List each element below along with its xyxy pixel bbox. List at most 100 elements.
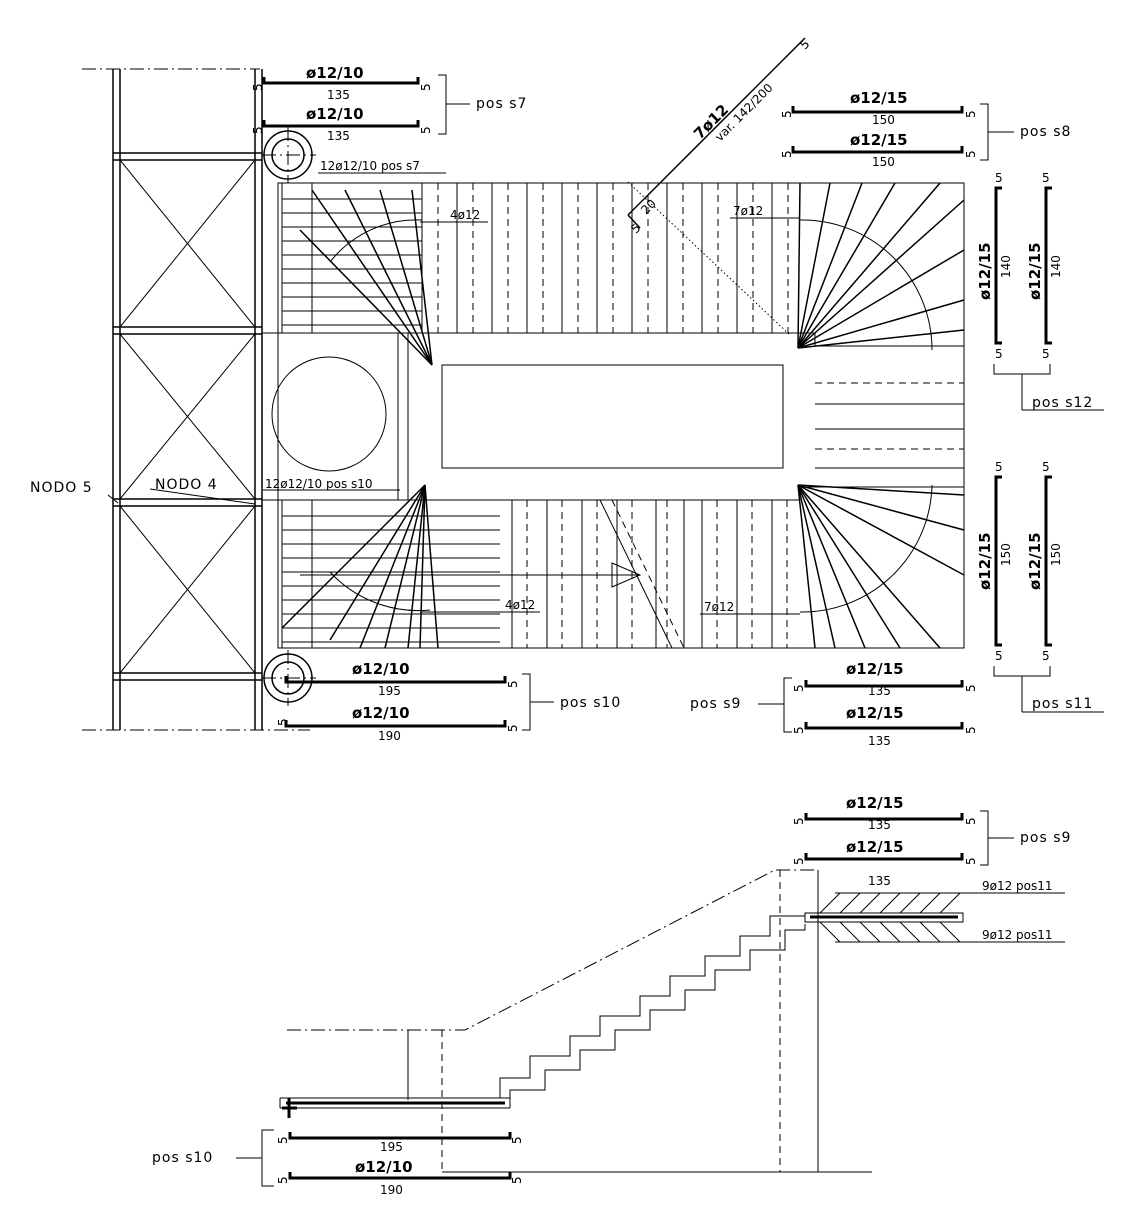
section-schedule-pos-s10: 195 ø12/10 190 5 5 5 5 pos s10: [152, 1129, 524, 1197]
s7-length-b: 135: [327, 129, 350, 143]
slab-outlines: [261, 182, 965, 649]
winder-bottom-bars: 7ø12: [704, 600, 734, 614]
steel-column: [112, 69, 263, 730]
s7-hook-2: 5: [419, 83, 433, 91]
s11-length-b: 150: [1049, 543, 1063, 566]
s12-hook-4: 5: [1042, 347, 1050, 361]
s9-hook-4: 5: [964, 726, 978, 734]
mid-rebar-callout: 12ø12/10 pos s10: [265, 477, 373, 491]
plan-view: NODO 5 NODO 4 12ø12/10 pos s7 12ø12/10 p…: [30, 37, 1104, 748]
column-bottom-circle: [262, 650, 316, 706]
section-landing-slab: [279, 1097, 510, 1118]
s7-hook-4: 5: [419, 126, 433, 134]
section-schedule-pos-s9: ø12/15 135 ø12/15 135 5 5 5 5 pos s9: [792, 794, 1071, 888]
s10-hook-1: 5: [276, 718, 290, 726]
s12-position-label: pos s12: [1032, 395, 1093, 411]
s7-hook-1: 5: [251, 83, 265, 91]
s8-bar-a: ø12/15: [850, 89, 908, 107]
s12-hook-3: 5: [995, 347, 1003, 361]
s10-length-a: 195: [378, 684, 401, 698]
s10-position-label: pos s10: [560, 695, 621, 711]
sec-s10-hook-3: 5: [276, 1176, 290, 1184]
sec-s9-bar-b: ø12/15: [846, 838, 904, 856]
upper-left-bars: [281, 183, 433, 366]
s8-length-b: 150: [872, 155, 895, 169]
s10-hook-3: 5: [506, 724, 520, 732]
flight-top-bars: 4ø12: [450, 208, 480, 222]
landing-right-treads: [815, 382, 964, 469]
column-top-circle: [262, 127, 316, 183]
s12-length-b: 140: [1049, 255, 1063, 278]
schedule-pos-s9: ø12/15 135 ø12/15 135 5 5 5 5 pos s9: [690, 660, 978, 748]
node-4-label: NODO 4: [155, 477, 218, 493]
node-5-label: NODO 5: [30, 480, 93, 496]
lower-left-bars: [281, 484, 642, 649]
schedule-pos-s7: ø12/10 135 ø12/10 135 5 5 5 5 pos s7: [251, 64, 527, 143]
s8-bar-b: ø12/15: [850, 131, 908, 149]
s9-length-b: 135: [868, 734, 891, 748]
s11-bar-b: ø12/15: [1026, 532, 1044, 590]
sec-s10-hook-4: 5: [510, 1176, 524, 1184]
pos11-top-label: 9ø12 pos11: [982, 879, 1053, 893]
sec-s9-bar-a: ø12/15: [846, 794, 904, 812]
sec-s9-hook-4: 5: [964, 857, 978, 865]
sec-s10-hook-1: 5: [276, 1136, 290, 1144]
pos11-bottom-label: 9ø12 pos11: [982, 928, 1053, 942]
schedule-pos-s12: ø12/15 140 ø12/15 140 5 5 5 5 pos s12: [976, 171, 1104, 411]
void-circle: [271, 356, 387, 472]
s11-position-label: pos s11: [1032, 696, 1093, 712]
sec-s10-length-b: 190: [380, 1183, 403, 1197]
diagonal-bar-callout: [627, 37, 806, 336]
s12-hook-2: 5: [1042, 171, 1050, 185]
schedule-pos-s11: ø12/15 150 ø12/15 150 5 5 5 5 pos s11: [976, 460, 1104, 713]
sec-s9-hook-2: 5: [964, 817, 978, 825]
s9-bar-b: ø12/15: [846, 704, 904, 722]
s10-bar-b: ø12/10: [352, 704, 410, 722]
s7-position-label: pos s7: [476, 96, 527, 112]
s11-length-a: 150: [999, 543, 1013, 566]
s11-bar-a: ø12/15: [976, 532, 994, 590]
sec-s10-bar: ø12/10: [355, 1158, 413, 1176]
section-view: ø12/15 135 ø12/15 135 5 5 5 5 pos s9: [152, 794, 1071, 1197]
s10-bar-a: ø12/10: [352, 660, 410, 678]
top-rebar-callout: 12ø12/10 pos s7: [320, 159, 420, 173]
sec-s9-position-label: pos s9: [1020, 830, 1071, 846]
s12-bar-b: ø12/15: [1026, 242, 1044, 300]
s8-hook-1: 5: [780, 110, 794, 118]
section-stair-soffit: [509, 924, 806, 1108]
s11-hook-2: 5: [1042, 460, 1050, 474]
callout-leaders: [107, 172, 540, 613]
sec-s9-hook-1: 5: [792, 817, 806, 825]
s9-bar-a: ø12/15: [846, 660, 904, 678]
diagonal-bar-hook: 5: [797, 37, 812, 52]
s11-hook-4: 5: [1042, 649, 1050, 663]
lower-flight-treads: [511, 499, 788, 649]
sec-s9-hook-3: 5: [792, 857, 806, 865]
s8-hook-3: 5: [780, 150, 794, 158]
sec-s9-length-a: 135: [868, 818, 891, 832]
s8-hook-2: 5: [964, 110, 978, 118]
section-stair-steps: [499, 915, 805, 1098]
sec-s10-length-a: 195: [380, 1140, 403, 1154]
s9-position-label: pos s9: [690, 696, 741, 712]
s8-length-a: 150: [872, 113, 895, 127]
upper-flight-treads: [421, 183, 789, 333]
winder-upper-right: [730, 182, 965, 351]
s8-position-label: pos s8: [1020, 124, 1071, 140]
sec-s9-length-b: 135: [868, 874, 891, 888]
diagonal-bar-cover-a: 5: [628, 221, 643, 236]
s12-bar-a: ø12/15: [976, 242, 994, 300]
s7-length-a: 135: [327, 88, 350, 102]
sec-s10-hook-2: 5: [510, 1136, 524, 1144]
schedule-pos-s8: ø12/15 150 ø12/15 150 5 5 5 5 pos s8: [780, 89, 1071, 169]
schedule-pos-s10: ø12/10 195 ø12/10 190 5 5 5 pos s10: [276, 660, 621, 743]
s10-length-b: 190: [378, 729, 401, 743]
s10-hook-2: 5: [506, 680, 520, 688]
s9-length-a: 135: [868, 684, 891, 698]
s9-hook-1: 5: [792, 684, 806, 692]
s9-hook-3: 5: [792, 726, 806, 734]
diagonal-bar-cover-b: 20: [638, 196, 659, 217]
winder-lower-right: [700, 484, 965, 649]
s7-bar-b: ø12/10: [306, 105, 364, 123]
